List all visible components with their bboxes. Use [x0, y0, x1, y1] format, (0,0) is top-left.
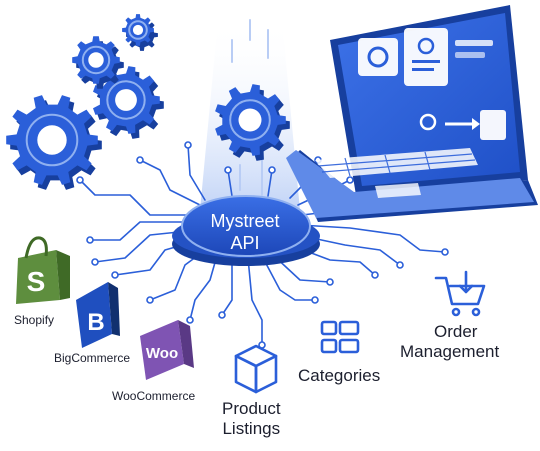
feature-order-management-line2: Management [400, 342, 500, 361]
shopify-icon: S [16, 236, 70, 304]
hub-label-line2: API [230, 233, 260, 253]
bigcommerce-label: BigCommerce [54, 351, 131, 365]
feature-categories: Categories [298, 366, 381, 385]
gears-group [6, 14, 290, 190]
hub-label: Mystreet API [190, 210, 300, 254]
box-icon [234, 344, 278, 394]
gear-center-icon [215, 84, 290, 161]
feature-product-listings-line1: Product [222, 399, 281, 418]
bigcommerce-icon: B [76, 282, 120, 348]
shopify-label: Shopify [14, 313, 55, 327]
hub-label-line1: Mystreet [210, 211, 280, 231]
gear-mid-left-icon [93, 66, 164, 139]
gear-small-top-icon [72, 36, 124, 89]
api-hub [172, 195, 320, 266]
laptop-icon [286, 5, 538, 222]
categories-icon [320, 320, 360, 354]
feature-order-management-line1: Order [434, 322, 478, 341]
gear-tiny-top-icon [122, 14, 158, 51]
gear-large-left-icon [6, 95, 102, 190]
beam-streaks [231, 19, 269, 196]
feature-order-management: Order Management [400, 322, 499, 362]
svg-text:B: B [87, 309, 104, 336]
svg-text:Woo: Woo [146, 345, 178, 362]
cart-icon [434, 270, 486, 317]
feature-product-listings-line2: Listings [222, 419, 281, 438]
svg-text:S: S [27, 266, 46, 297]
woocommerce-icon: Woo [140, 320, 194, 380]
woocommerce-label: WooCommerce [112, 389, 196, 403]
feature-product-listings: Product Listings [222, 399, 281, 439]
